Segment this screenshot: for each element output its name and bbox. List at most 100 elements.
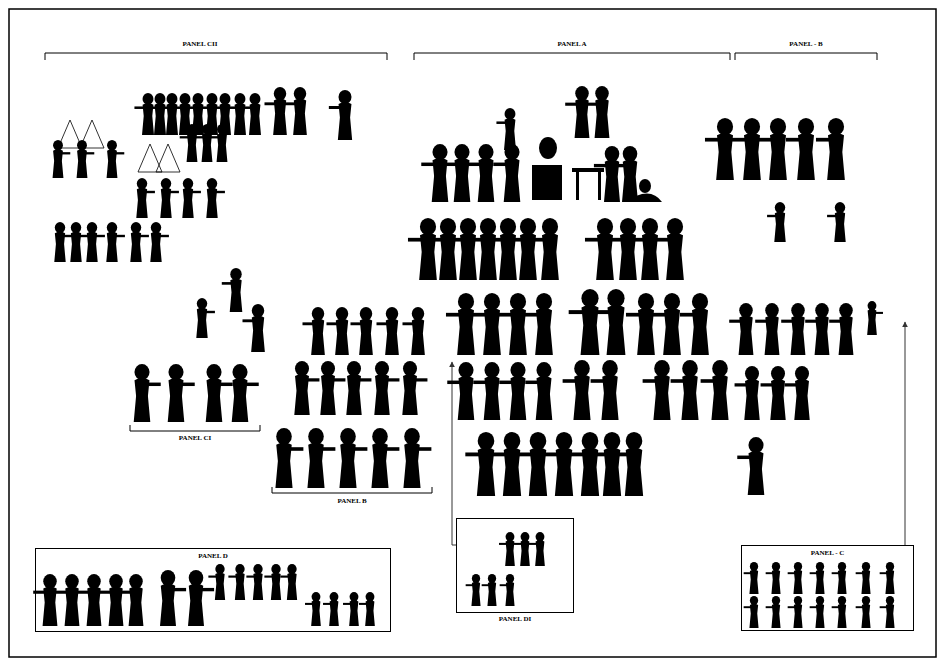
frame <box>9 9 936 657</box>
figure-arm <box>134 106 148 109</box>
figure-arm <box>737 456 756 459</box>
figure-head <box>274 87 286 100</box>
figure-head <box>250 93 261 105</box>
figure-head <box>772 596 780 605</box>
figure-head <box>235 564 244 574</box>
figure-arm <box>428 238 448 242</box>
figure-head <box>530 432 547 450</box>
figure-head <box>642 218 658 235</box>
figure-arm <box>758 138 778 142</box>
figure-arm <box>499 543 510 545</box>
figure-head <box>458 293 474 310</box>
figure-arm <box>380 447 399 451</box>
figure-head <box>750 562 758 571</box>
figure-arm <box>810 572 820 574</box>
figure-arm <box>142 191 155 193</box>
figure-arm <box>525 381 544 384</box>
figure-arm <box>766 572 776 574</box>
figure-arm <box>563 379 582 383</box>
figure-arm <box>729 320 746 323</box>
figure-head <box>794 562 802 571</box>
figure-head <box>77 140 87 151</box>
figure-head <box>155 93 166 105</box>
figure-head <box>794 596 802 605</box>
figure-arm <box>608 238 628 242</box>
figure-head <box>386 307 398 320</box>
figure-head <box>748 437 763 453</box>
figure-arm <box>856 572 866 574</box>
figure-arm <box>142 383 161 386</box>
figure-arm <box>732 138 752 142</box>
figure-head <box>504 432 521 450</box>
figure-arm <box>565 103 582 106</box>
table <box>572 168 604 172</box>
figure-head <box>460 218 476 235</box>
figure-head <box>372 428 388 445</box>
figure-head <box>347 361 361 376</box>
brackets <box>45 53 877 493</box>
figure-head <box>623 146 638 162</box>
figure-head <box>775 202 785 213</box>
figure-head <box>500 218 516 235</box>
figure-head <box>542 218 558 235</box>
figure-head <box>620 218 636 235</box>
figure-arm <box>788 606 798 608</box>
figure-arm <box>498 313 518 317</box>
figure-arm <box>284 102 300 105</box>
figure-arm <box>99 591 116 594</box>
figure-head <box>798 118 814 135</box>
figure-head <box>506 574 514 583</box>
figure-head <box>682 360 698 377</box>
figure-head <box>87 222 97 233</box>
figure-arm <box>766 606 776 608</box>
figure-head <box>404 428 420 445</box>
panel-box: PANEL - C <box>741 545 914 631</box>
figure-head <box>472 574 480 583</box>
figure-arm <box>701 379 720 383</box>
figure-arm <box>112 152 124 154</box>
figure-arm <box>524 313 544 317</box>
figure-head <box>220 93 231 105</box>
figure-head <box>484 362 499 378</box>
figure-head <box>574 360 590 377</box>
figure-head <box>420 218 436 235</box>
figure-head <box>53 140 63 151</box>
figure-arm <box>446 313 466 317</box>
panel-label: PANEL - C <box>742 549 913 557</box>
figure-head <box>581 289 598 307</box>
figure-head <box>626 432 643 450</box>
figure-arm <box>448 238 468 242</box>
figure-arm <box>316 447 335 451</box>
figure-arm <box>119 591 136 594</box>
panel-name: PANEL B <box>335 497 368 505</box>
figure-arm <box>499 381 518 384</box>
figure-arm <box>810 606 820 608</box>
figure-arm <box>180 136 192 138</box>
figure-head <box>340 428 356 445</box>
figure-arm <box>872 312 883 314</box>
figure-arm <box>500 584 510 586</box>
figure-arm <box>447 381 466 384</box>
figure-arm <box>735 383 752 386</box>
figure-arm <box>473 381 492 384</box>
figure-head <box>131 222 141 233</box>
figure-arm <box>76 235 89 237</box>
table-leg <box>598 172 601 200</box>
figure-arm <box>92 235 105 237</box>
figure-arm <box>146 106 160 109</box>
figure-arm <box>350 322 366 325</box>
figure-head <box>276 428 292 445</box>
figure-head <box>134 364 149 380</box>
figure-head <box>55 222 65 233</box>
figure-head <box>107 140 117 151</box>
figure-head <box>339 90 352 104</box>
figure-arm <box>767 215 780 217</box>
figure-arm <box>680 313 700 317</box>
figure-head <box>536 293 552 310</box>
figure-arm <box>302 322 318 325</box>
figure-arm <box>829 320 846 323</box>
figure-head <box>750 596 758 605</box>
figure-arm <box>184 106 198 109</box>
figure-arm <box>196 588 214 591</box>
